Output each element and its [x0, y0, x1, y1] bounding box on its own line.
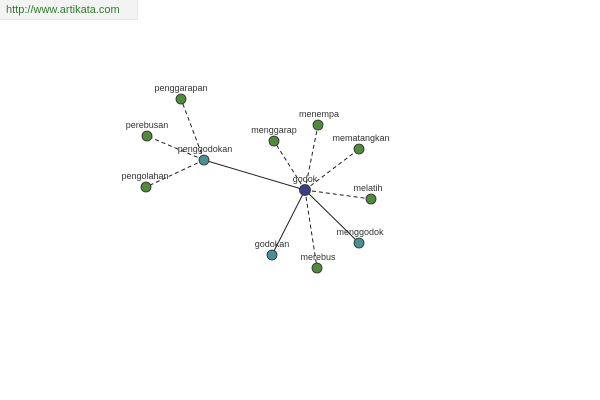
labels-layer: godok penggodokan godokan menggodok penggara… — [121, 83, 389, 262]
node-pengolahan[interactable] — [140, 181, 152, 193]
node-label-perebusan: perebusan — [126, 120, 169, 130]
node-menggodok[interactable] — [353, 237, 365, 249]
node-label-merebus: merebus — [300, 252, 336, 262]
edge-godok-penggodokan — [203, 159, 306, 191]
node-perebusan[interactable] — [141, 130, 153, 142]
node-melatih[interactable] — [365, 193, 377, 205]
node-label-penggodokan: penggodokan — [178, 144, 233, 154]
node-label-melatih: melatih — [353, 183, 382, 193]
node-label-godok: godok — [293, 174, 318, 184]
node-label-penggarapan: penggarapan — [154, 83, 207, 93]
edge-godok-menggarap — [273, 140, 306, 191]
node-penggarapan[interactable] — [175, 93, 187, 105]
node-mematangkan[interactable] — [353, 143, 365, 155]
node-godok[interactable] — [299, 184, 311, 196]
edges-layer — [145, 98, 372, 269]
edge-penggodokan-penggarapan — [180, 98, 205, 161]
node-label-pengolahan: pengolahan — [121, 171, 168, 181]
node-label-menggodok: menggodok — [336, 227, 384, 237]
node-label-godokan: godokan — [255, 239, 290, 249]
edge-godok-godokan — [271, 189, 306, 256]
node-label-menggarap: menggarap — [251, 125, 297, 135]
node-menempa[interactable] — [312, 119, 324, 131]
node-merebus[interactable] — [311, 262, 323, 274]
node-godokan[interactable] — [266, 249, 278, 261]
edge-godok-mematangkan — [304, 148, 360, 191]
node-penggodokan[interactable] — [198, 154, 210, 166]
nodes-layer — [140, 93, 377, 274]
edge-godok-merebus — [304, 189, 318, 269]
edge-godok-menggodok — [304, 189, 360, 244]
node-label-menempa: menempa — [299, 109, 339, 119]
edge-penggodokan-perebusan — [146, 135, 205, 161]
watermark-banner: http://www.artikata.com — [0, 0, 138, 20]
node-label-mematangkan: mematangkan — [332, 133, 389, 143]
edge-penggodokan-pengolahan — [145, 159, 205, 188]
node-menggarap[interactable] — [268, 135, 280, 147]
watermark-url: http://www.artikata.com — [6, 4, 120, 16]
